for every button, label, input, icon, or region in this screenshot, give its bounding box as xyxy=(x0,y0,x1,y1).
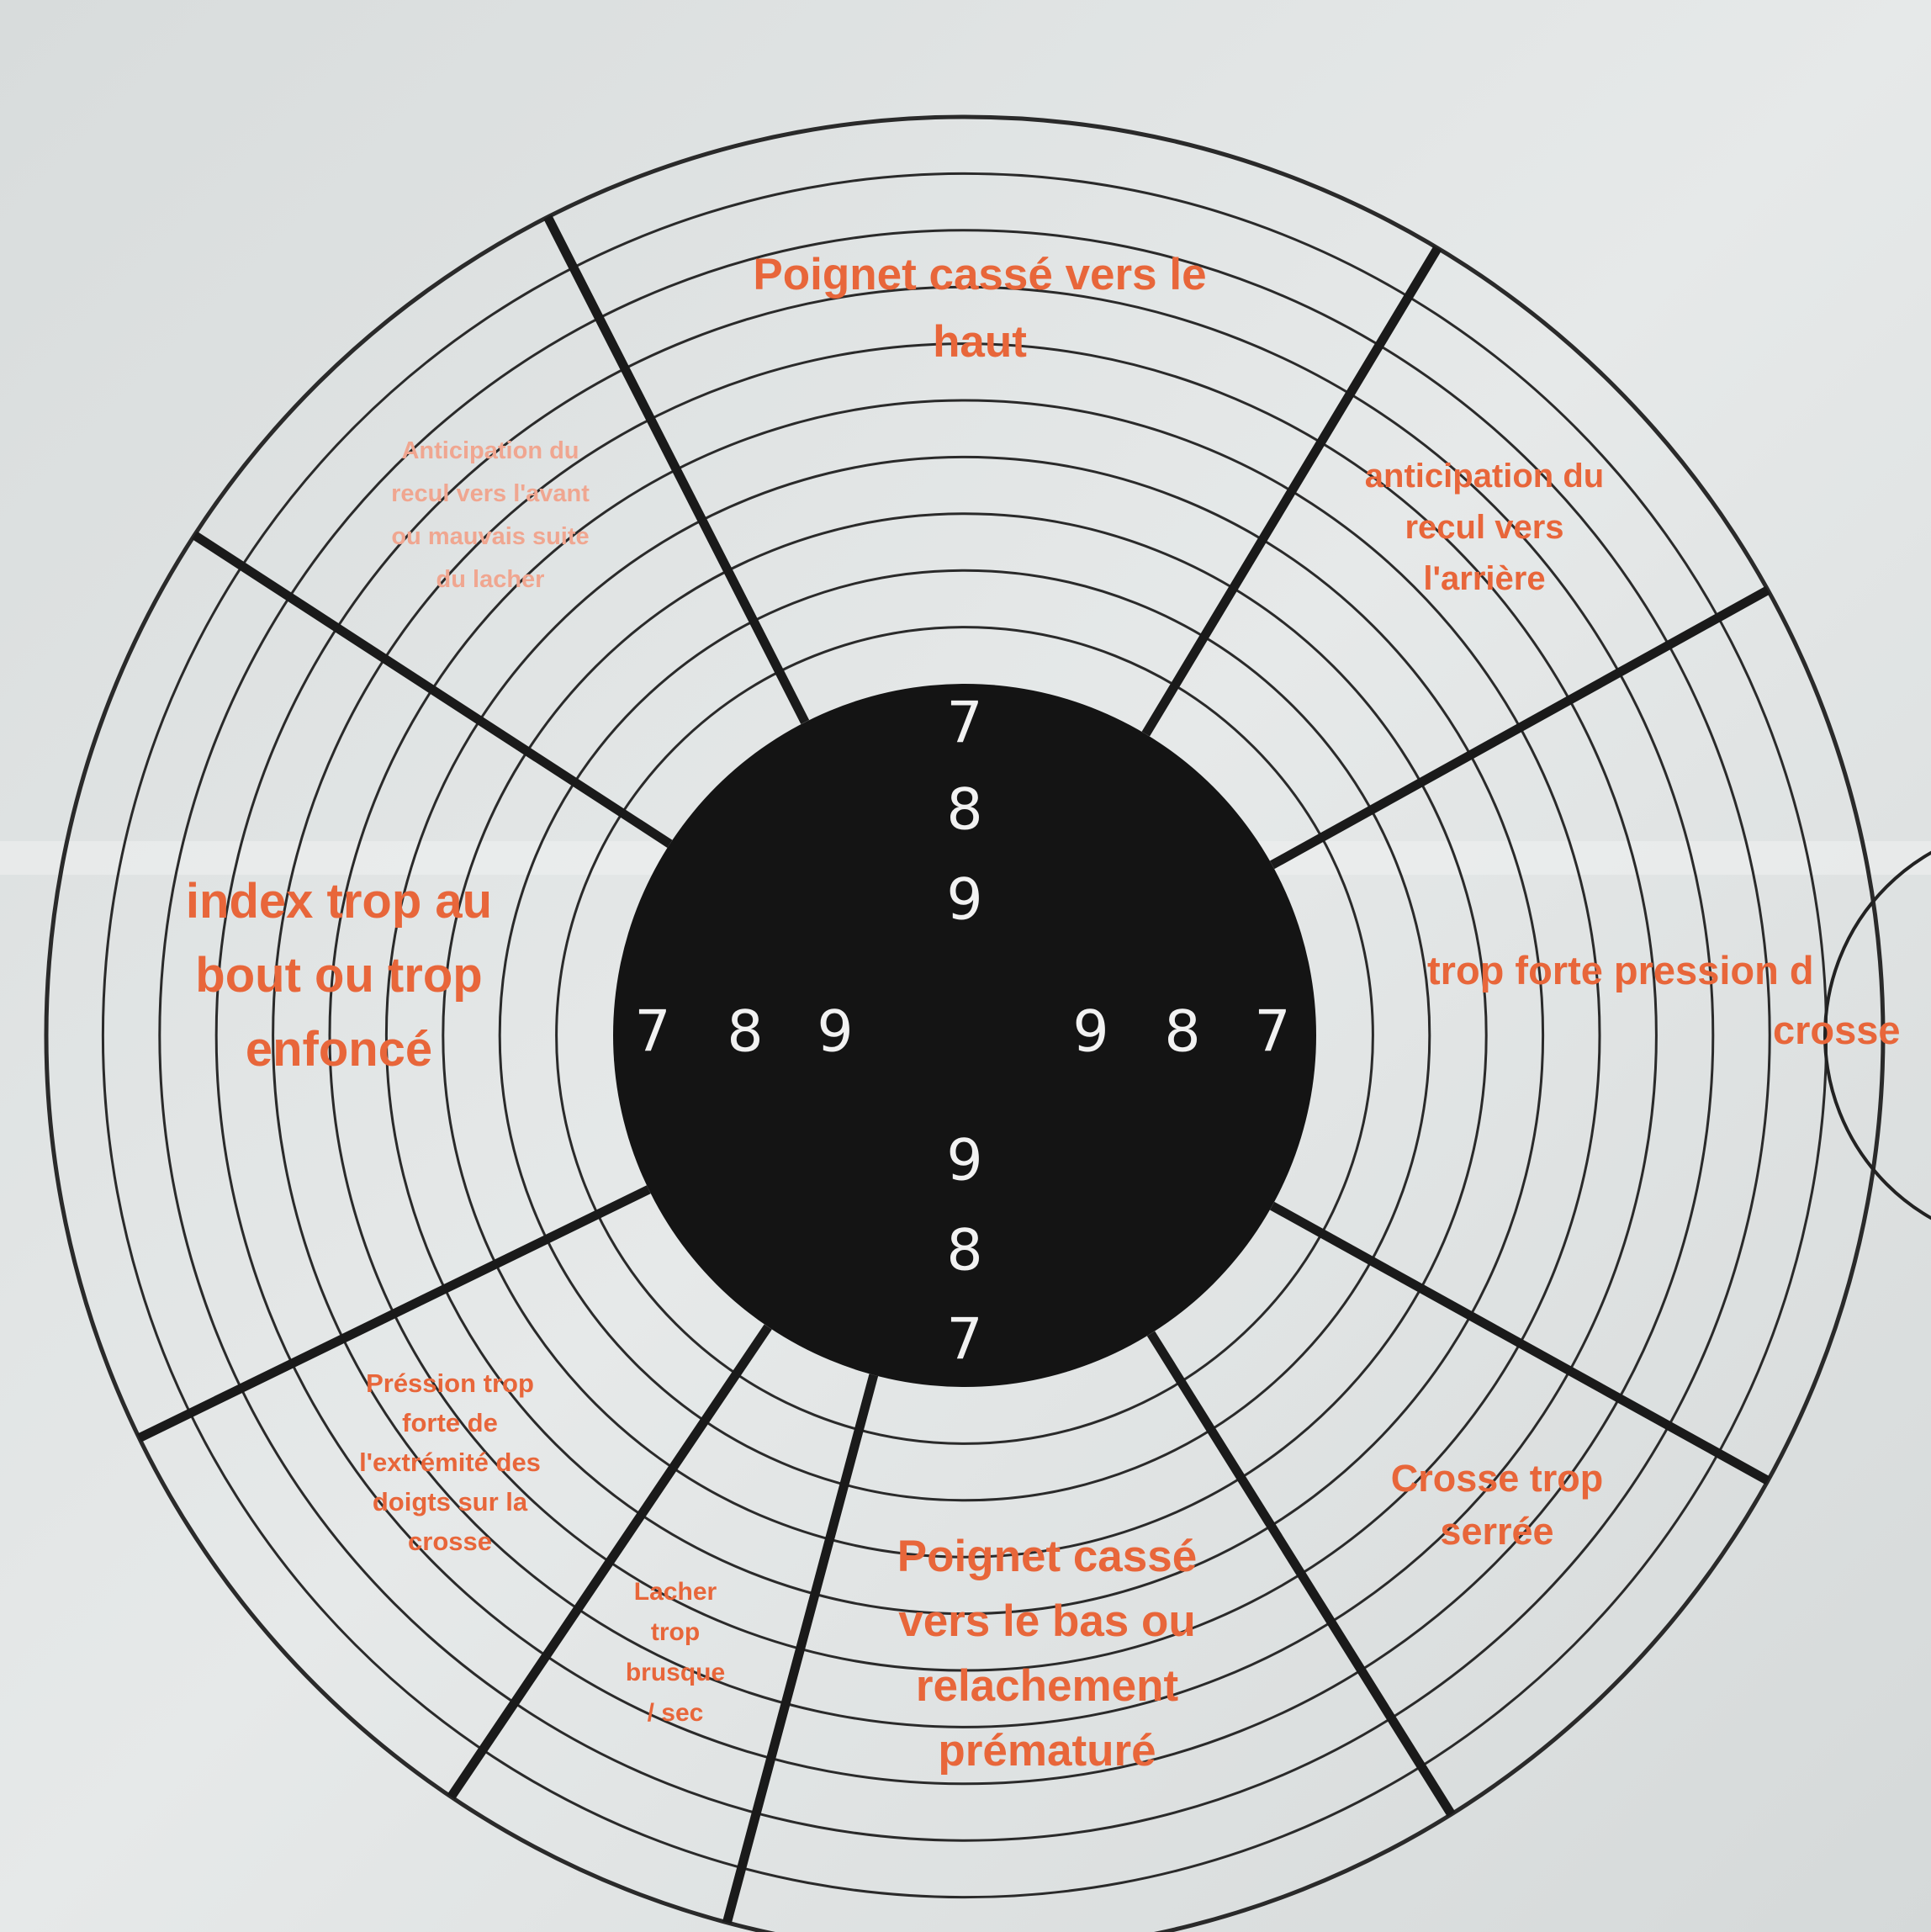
label-line: Poignet cassé vers le xyxy=(753,250,1206,299)
target-ring xyxy=(44,114,1886,1932)
sector-divider xyxy=(1269,585,1770,870)
target-ring xyxy=(328,399,1601,1672)
label-line: recul vers xyxy=(1405,509,1563,546)
label-pression-doigts: Préssion trop forte de l'extrémité des doig… xyxy=(359,1368,541,1556)
label-line: brusque xyxy=(626,1659,725,1686)
label-line: Crosse trop xyxy=(1391,1457,1604,1500)
target-ring xyxy=(555,626,1374,1445)
label-index: index trop au bout ou trop enfoncé xyxy=(186,874,492,1077)
label-line: Poignet cassé xyxy=(897,1532,1197,1581)
sector-divider xyxy=(447,1324,772,1800)
label-line: vers le bas ou xyxy=(898,1596,1196,1646)
label-line: crosse xyxy=(408,1527,492,1556)
sector-divider xyxy=(192,531,673,848)
label-line: doigts sur la xyxy=(373,1487,528,1516)
sector-divider xyxy=(1141,246,1442,737)
label-line: l'arrière xyxy=(1423,560,1545,597)
score-number-right: 8 xyxy=(1164,999,1200,1066)
target-ring xyxy=(158,229,1771,1842)
target-ring xyxy=(384,455,1545,1616)
label-line: ou mauvais suite xyxy=(391,523,589,550)
label-line: serrée xyxy=(1440,1510,1553,1553)
label-line: Lacher xyxy=(634,1578,717,1606)
label-line: trop forte pression d xyxy=(1427,948,1814,992)
label-anticipation-avant: Anticipation du recul vers l'avant ou mauv… xyxy=(391,437,590,593)
label-lacher-brusque: Lacher trop brusque / sec xyxy=(626,1578,725,1727)
score-number-top: 9 xyxy=(946,867,982,934)
adjacent-target-edge xyxy=(1823,850,1931,1220)
label-pression-crosse: trop forte pression d crosse xyxy=(1427,948,1901,1052)
label-line: anticipation du xyxy=(1365,458,1604,495)
label-line: prématuré xyxy=(938,1726,1156,1776)
sector-divider xyxy=(1269,1201,1770,1485)
label-poignet-haut: Poignet cassé vers le haut xyxy=(753,250,1206,367)
label-line: Préssion trop xyxy=(366,1368,534,1398)
target-ring xyxy=(442,512,1488,1559)
label-line: index trop au xyxy=(186,874,492,929)
score-number-top: 7 xyxy=(946,691,982,757)
label-line: Anticipation du xyxy=(401,437,579,464)
score-number-right: 9 xyxy=(1072,999,1108,1066)
label-line: recul vers l'avant xyxy=(391,480,590,507)
label-poignet-bas: Poignet cassé vers le bas ou relachement pr… xyxy=(897,1532,1197,1776)
score-number-right: 7 xyxy=(1254,999,1290,1066)
target-rings xyxy=(44,114,1886,1932)
label-line: enfoncé xyxy=(246,1022,432,1077)
label-anticipation-arriere: anticipation du recul vers l'arrière xyxy=(1365,458,1604,597)
sector-divider xyxy=(1146,1331,1456,1817)
label-line: haut xyxy=(933,317,1027,367)
label-line: du lacher xyxy=(436,566,545,593)
score-number-bottom: 8 xyxy=(946,1218,982,1284)
target-ring xyxy=(498,569,1431,1502)
target-ring xyxy=(272,342,1658,1728)
score-number-left: 8 xyxy=(727,999,763,1066)
score-number-top: 8 xyxy=(946,777,982,844)
score-number-left: 7 xyxy=(634,999,670,1066)
label-line: relachement xyxy=(916,1661,1178,1711)
sector-dividers xyxy=(137,214,1770,1924)
bullseye xyxy=(613,684,1316,1387)
label-line: crosse xyxy=(1773,1008,1901,1052)
score-number-bottom: 9 xyxy=(946,1128,982,1194)
target-ring xyxy=(214,285,1715,1786)
sector-divider xyxy=(543,214,810,725)
label-line: forte de xyxy=(402,1408,498,1437)
label-crosse-serree: Crosse trop serrée xyxy=(1391,1457,1604,1553)
label-line: / sec xyxy=(648,1699,704,1727)
sector-divider xyxy=(722,1374,879,1924)
label-line: bout ou trop xyxy=(195,948,482,1003)
sector-divider xyxy=(137,1185,651,1442)
score-number-bottom: 7 xyxy=(946,1307,982,1374)
score-number-left: 9 xyxy=(817,999,853,1066)
label-line: l'extrémité des xyxy=(359,1448,541,1477)
label-line: trop xyxy=(651,1618,700,1646)
